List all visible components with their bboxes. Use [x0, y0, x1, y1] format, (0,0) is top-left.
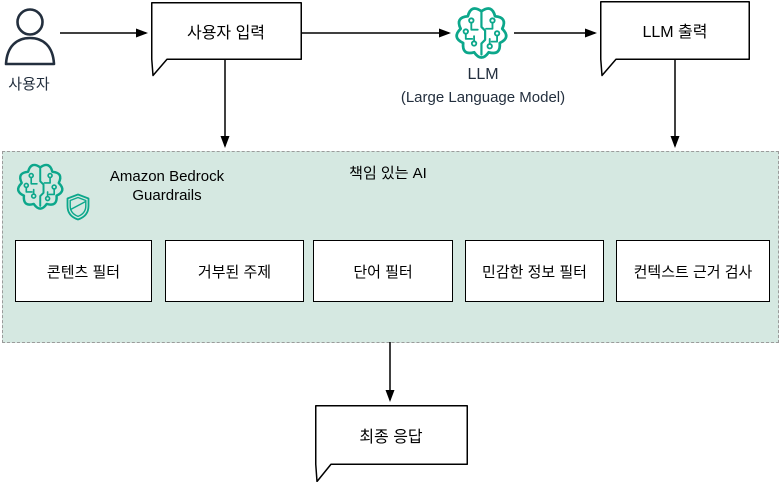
node-final-response-label: 최종 응답 — [359, 428, 423, 446]
person-icon — [4, 8, 56, 66]
llm-sublabel: (Large Language Model) — [400, 88, 566, 106]
llm-label: LLM — [467, 66, 499, 83]
brain-circuit-icon — [455, 7, 508, 59]
node-user-input-shape — [151, 2, 302, 77]
filter-label: 콘텐츠 필터 — [46, 263, 121, 281]
filter-label: 단어 필터 — [353, 263, 413, 281]
guardrails-title: Amazon Bedrock Guardrails — [109, 168, 225, 204]
node-llm-output-shape — [600, 1, 750, 77]
filter-label: 거부된 주제 — [197, 263, 272, 281]
filter-box-word-filter: 단어 필터 — [313, 240, 453, 302]
filter-box-denied-topics: 거부된 주제 — [165, 240, 304, 302]
filter-box-contextual-grounding: 컨텍스트 근거 검사 — [616, 240, 770, 302]
node-final-response-shape — [315, 405, 468, 482]
node-llm-output-label: LLM 출력 — [642, 24, 708, 41]
guardrails-brain-icon — [16, 163, 64, 210]
filter-label: 민감한 정보 필터 — [482, 263, 587, 281]
connector-arrows — [60, 28, 680, 402]
shield-icon — [66, 193, 90, 221]
node-user-input-label: 사용자 입력 — [186, 24, 266, 42]
filter-box-content-filter: 콘텐츠 필터 — [15, 240, 152, 302]
filter-label: 컨텍스트 근거 검사 — [633, 263, 753, 281]
filter-box-sensitive-info: 민감한 정보 필터 — [465, 240, 604, 302]
responsible-ai-label: 책임 있는 AI — [349, 164, 427, 182]
user-label: 사용자 — [8, 75, 50, 93]
